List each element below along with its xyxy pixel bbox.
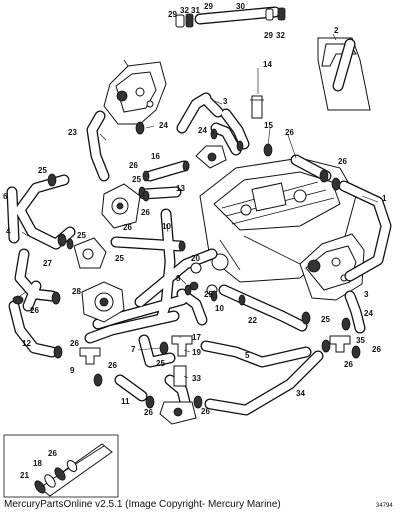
left-manifold — [103, 59, 167, 125]
callout-19: 19 — [192, 348, 201, 357]
callout-22: 22 — [248, 316, 257, 325]
callout-26g: 26 — [70, 339, 79, 348]
callout-12: 12 — [22, 339, 31, 348]
callout-21: 21 — [20, 471, 29, 480]
callout-9: 9 — [70, 366, 75, 375]
callout-10b: 10 — [215, 304, 224, 313]
callout-26k: 26 — [201, 407, 210, 416]
callout-26l: 26 — [108, 361, 117, 370]
callout-26j: 26 — [144, 408, 153, 417]
callout-29a: 29 — [168, 10, 177, 19]
callout-7: 7 — [131, 345, 136, 354]
callout-25f: 25 — [321, 315, 330, 324]
callout-17: 17 — [192, 333, 201, 342]
callout-35: 35 — [356, 336, 365, 345]
callout-13: 13 — [176, 184, 185, 193]
clamps — [12, 121, 361, 409]
leader-lines — [19, 33, 379, 379]
callout-labels: 29 32 31 29 30 29 32 2 14 3 24 24 15 23 … — [3, 2, 387, 480]
callout-29c: 29 — [264, 31, 273, 40]
callout-18: 18 — [33, 459, 42, 468]
callout-3a: 3 — [223, 97, 228, 106]
callout-26h: 26 — [372, 345, 381, 354]
fittings — [73, 95, 351, 425]
callout-30: 30 — [236, 2, 245, 11]
callout-32b: 32 — [276, 31, 285, 40]
callout-4: 4 — [6, 227, 11, 236]
callout-10a: 10 — [162, 222, 171, 231]
callout-25d: 25 — [115, 254, 124, 263]
callout-25e: 25 — [204, 290, 213, 299]
callout-26d: 26 — [141, 208, 150, 217]
callout-8: 8 — [176, 274, 181, 283]
callout-20: 20 — [191, 254, 200, 263]
callout-15: 15 — [264, 121, 273, 130]
callout-26e: 26 — [123, 223, 132, 232]
callout-14: 14 — [263, 60, 272, 69]
callout-27: 27 — [43, 259, 52, 268]
drawing-number: 34794 — [376, 503, 393, 509]
image-caption: MercuryPartsOnline v2.5.1 (Image Copyrig… — [4, 499, 281, 510]
inset-detail — [3, 434, 119, 498]
callout-25b: 25 — [132, 175, 141, 184]
callout-6: 6 — [3, 192, 8, 201]
pipe-assembly-30 — [175, 6, 286, 28]
callout-11: 11 — [121, 397, 130, 406]
callout-25c: 25 — [77, 231, 86, 240]
callout-23: 23 — [68, 128, 77, 137]
callout-3b: 3 — [364, 290, 369, 299]
callout-34: 34 — [296, 389, 305, 398]
callout-25g: 25 — [156, 359, 165, 368]
callout-28: 28 — [72, 287, 81, 296]
callout-26f: 26 — [30, 306, 39, 315]
callout-5: 5 — [245, 351, 250, 360]
callout-26a: 26 — [285, 128, 294, 137]
callout-16: 16 — [151, 152, 160, 161]
callout-24c: 24 — [364, 309, 373, 318]
callout-25a: 25 — [38, 166, 47, 175]
callout-31: 31 — [191, 6, 200, 15]
callout-26c: 26 — [338, 157, 347, 166]
callout-26m: 26 — [48, 449, 57, 458]
callout-26i: 26 — [344, 360, 353, 369]
callout-33: 33 — [192, 374, 201, 383]
right-manifold — [299, 233, 365, 301]
part-2-box — [317, 37, 371, 111]
callout-2: 2 — [334, 26, 339, 35]
callout-29b: 29 — [204, 2, 213, 11]
callout-24a: 24 — [159, 121, 168, 130]
callout-32a: 32 — [180, 6, 189, 15]
callout-24b: 24 — [198, 126, 207, 135]
hoses — [6, 92, 392, 416]
callout-1: 1 — [382, 194, 387, 203]
callout-26b: 26 — [129, 161, 138, 170]
